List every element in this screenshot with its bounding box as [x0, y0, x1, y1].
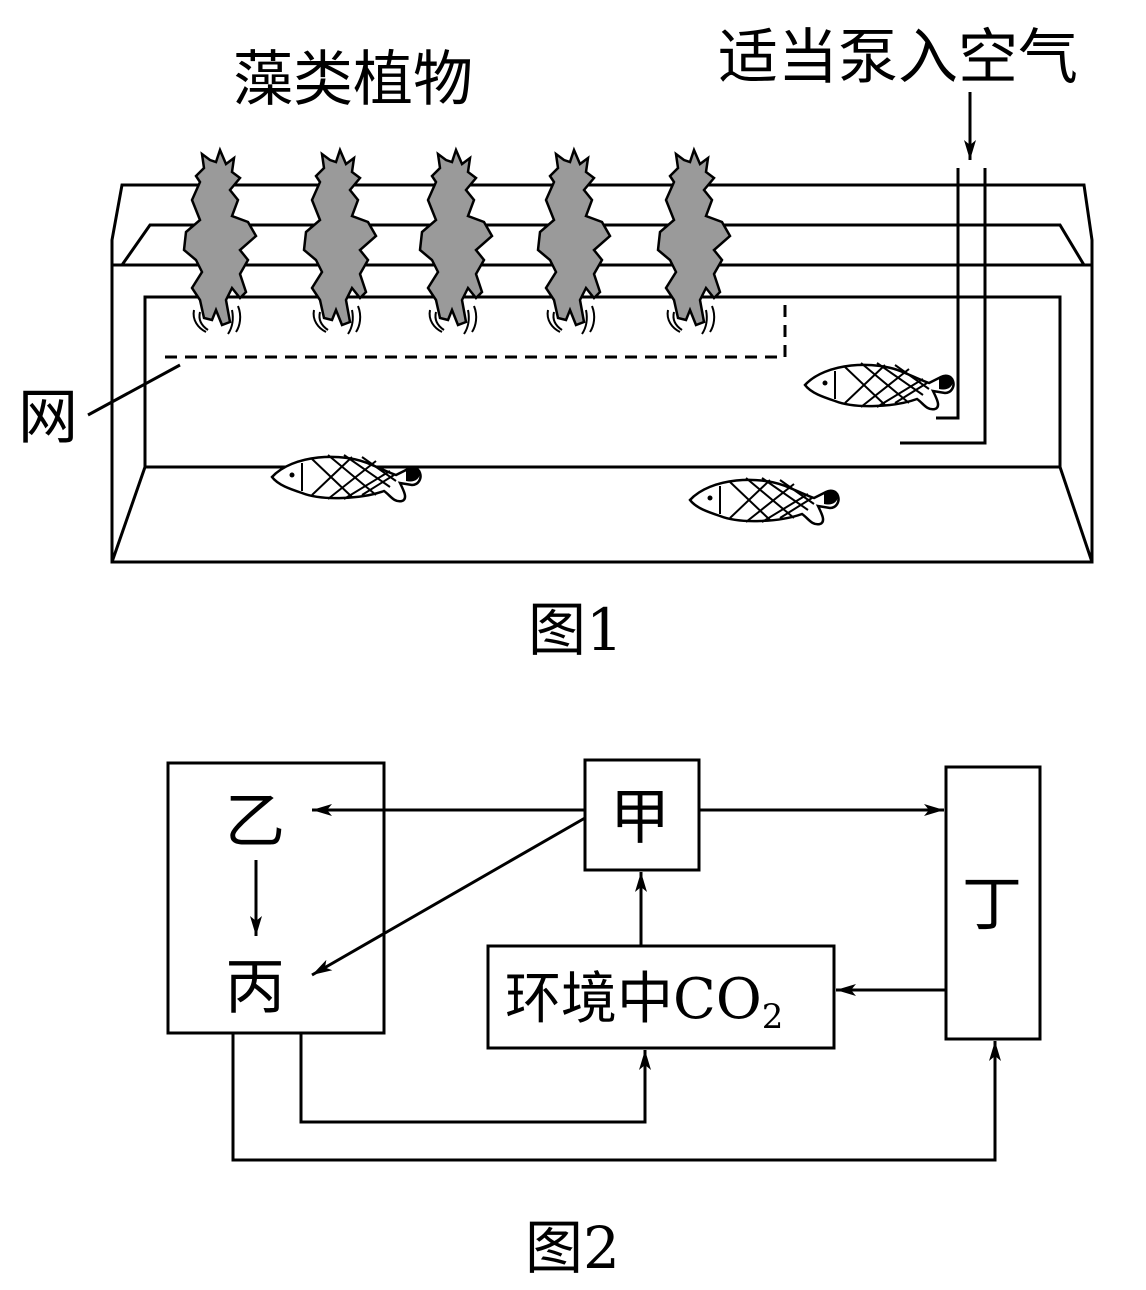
- air-pipe: [900, 92, 987, 445]
- box-co2: [486, 944, 836, 1050]
- net-boundary: [165, 297, 787, 359]
- node-yi: 乙: [225, 787, 285, 857]
- caption-figure2: 图2: [525, 1214, 620, 1282]
- node-co2: 环境中CO2: [505, 967, 783, 1037]
- label-pump-air: 适当泵入空气: [718, 23, 1078, 93]
- arrow-jia-to-bing: [311, 816, 586, 977]
- fish: [270, 453, 422, 503]
- figure1: 藻类植物 适当泵入空气 网 图1: [18, 23, 1094, 664]
- label-net: 网: [18, 383, 78, 453]
- node-ding: 丁: [962, 870, 1022, 940]
- box-yi-bing: [166, 761, 386, 1035]
- box-ding: [944, 765, 1042, 1041]
- caption-figure1: 图1: [528, 596, 623, 664]
- alga-plant: [536, 148, 612, 336]
- net-pointer-line: [87, 363, 181, 417]
- alga-plant: [182, 148, 258, 336]
- fish: [688, 476, 840, 526]
- alga-plant: [656, 148, 732, 336]
- arrow-bing-to-co2: [299, 1033, 651, 1124]
- node-bing: 丙: [225, 953, 285, 1023]
- figure2: 乙 丙 甲 丁 环境中CO2 图2: [166, 758, 1042, 1282]
- label-algae-plants: 藻类植物: [233, 45, 473, 115]
- box-jia: [583, 758, 701, 872]
- fish-group: [270, 361, 955, 526]
- algae-plants: [182, 148, 732, 336]
- node-jia: 甲: [610, 783, 670, 853]
- fish: [803, 361, 955, 411]
- alga-plant: [302, 148, 378, 336]
- alga-plant: [418, 148, 494, 336]
- arrow-bing-to-ding: [231, 1033, 1001, 1162]
